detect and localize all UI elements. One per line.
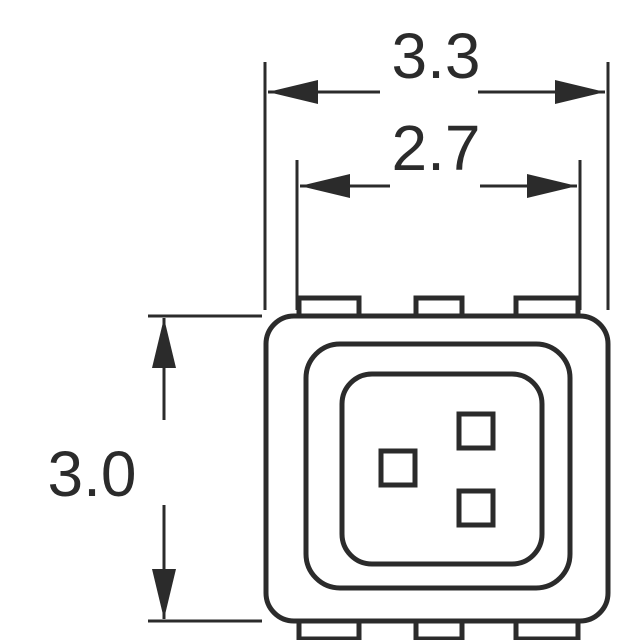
pin-bottom-middle: [413, 618, 465, 640]
pin-bottom-right: [513, 618, 581, 640]
dimension-height: 3.0: [48, 314, 262, 623]
pin-top-right: [513, 295, 581, 319]
dimension-body-width: 2.7: [295, 112, 582, 310]
bottom-pins: [296, 618, 581, 640]
pin-top-middle: [413, 295, 465, 319]
package-body-outline: [263, 313, 611, 624]
top-pins: [296, 295, 581, 319]
dimension-label-overall-width: 3.3: [392, 20, 481, 92]
pin-bottom-left: [296, 618, 362, 640]
package-cavity-inner: [339, 371, 545, 567]
arrowhead-right: [527, 174, 577, 198]
arrowhead-top: [152, 318, 176, 368]
die-pad-left: [378, 448, 418, 488]
die-pad-top-right: [456, 411, 496, 451]
pin-top-left: [296, 295, 362, 319]
arrowhead-left: [300, 174, 350, 198]
dimension-overall-width: 3.3: [263, 20, 610, 310]
arrowhead-right: [555, 80, 605, 104]
arrowhead-bottom: [152, 569, 176, 619]
package-cavity-outer: [303, 341, 573, 591]
dimension-label-height: 3.0: [48, 438, 137, 510]
die-pads: [378, 411, 496, 528]
arrowhead-left: [268, 80, 318, 104]
die-pad-bottom-right: [456, 488, 496, 528]
dimension-label-body-width: 2.7: [392, 112, 481, 184]
